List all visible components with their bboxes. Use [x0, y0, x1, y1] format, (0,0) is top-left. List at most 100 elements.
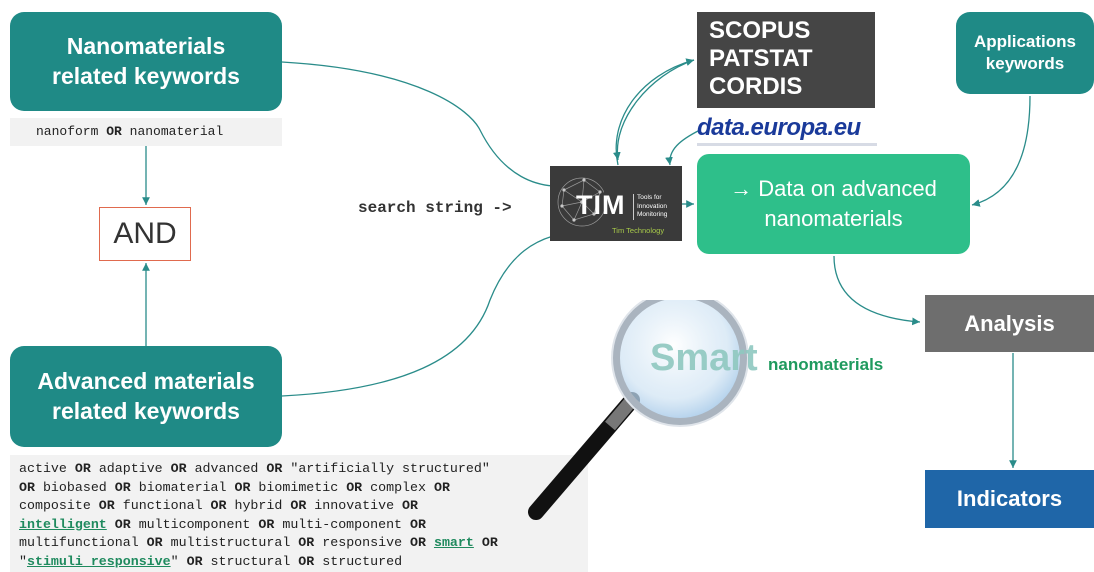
or-operator: OR [290, 553, 323, 569]
network-globe-icon [557, 177, 604, 227]
keyword: biomaterial [138, 479, 227, 495]
or-operator: OR [106, 479, 139, 495]
keyword: hybrid [234, 498, 283, 513]
or-operator: OR [250, 516, 283, 532]
tim-technology-label: Tim Technology [612, 226, 665, 235]
keyword: complex [370, 479, 426, 495]
keyword: biobased [42, 479, 107, 495]
tim-logo-box: TIM Tools for Innovation Monitoring Tim … [550, 166, 682, 241]
keyword: " [170, 553, 179, 569]
or-operator: OR [138, 535, 171, 550]
apps-box-line2: keywords [985, 54, 1065, 73]
arrow-apps-to-data [971, 95, 1031, 207]
or-operator: OR [258, 461, 291, 476]
tim-logo-text: TIM [576, 190, 626, 220]
keyword: multi-component [282, 516, 403, 532]
tim-tagline-3: Monitoring [637, 211, 668, 219]
nano-box-line1: Nanomaterials [66, 32, 226, 59]
search-string-label: search string -> [358, 199, 512, 217]
keyword: responsive [322, 535, 403, 550]
or-operator: OR [394, 498, 419, 513]
adv-box-line1: Advanced materials [37, 367, 255, 394]
keyword: active [19, 461, 67, 476]
tim-logo-divider [633, 194, 634, 220]
keyword: nanoform [36, 124, 99, 139]
query-line: "stimuli responsive" OR structural OR st… [19, 553, 588, 572]
advanced-materials-keywords-box: Advanced materials related keywords [10, 346, 282, 447]
source-scopus: SCOPUS [709, 17, 811, 44]
keyword: advanced [194, 461, 259, 476]
or-operator: OR [202, 498, 235, 513]
data-europa-logo: data.europa.eu [697, 114, 877, 146]
or-operator: OR [402, 516, 426, 532]
arrow-sources-tim [612, 59, 695, 161]
or-operator: OR [90, 498, 123, 513]
keyword: structural [210, 553, 291, 569]
or-operator: OR [106, 516, 139, 532]
source-cordis: CORDIS [709, 73, 803, 100]
keyword: intelligent [19, 516, 107, 532]
source-patstat: PATSTAT [709, 45, 813, 72]
applications-keywords-box: Applications keywords [956, 12, 1094, 94]
keyword: innovative [314, 498, 395, 513]
keyword: "artificially structured" [290, 461, 490, 476]
keyword: smart [433, 535, 474, 550]
apps-box-line1: Applications [973, 31, 1076, 51]
or-operator: OR [66, 461, 99, 476]
or-operator: OR [426, 479, 450, 495]
nanomaterials-query: nanoform OR nanomaterial [10, 118, 282, 146]
arrow-data-to-analysis [833, 255, 921, 326]
keyword: functional [122, 498, 203, 513]
adv-box-line2: related keywords [52, 397, 240, 424]
query-line: multifunctional OR multistructural OR re… [19, 534, 588, 553]
keyword: structured [322, 553, 403, 569]
keyword: multicomponent [138, 516, 251, 532]
data-box-line1: → Data on advanced [730, 176, 937, 201]
keyword: multistructural [170, 535, 291, 550]
data-advanced-nanomaterials-box: → Data on advanced nanomaterials [697, 154, 970, 254]
magnifying-glass-icon [528, 300, 749, 520]
nanomaterials-caption: nanomaterials [768, 355, 884, 374]
keyword: multifunctional [19, 535, 139, 550]
and-label: AND [113, 217, 177, 250]
or-operator: OR [473, 535, 498, 550]
data-box-line2: nanomaterials [764, 206, 903, 231]
or-operator: OR [19, 479, 43, 495]
indicators-box: Indicators [925, 470, 1094, 528]
or-operator: OR [402, 535, 434, 550]
tim-tagline: Tools for Innovation Monitoring [637, 194, 667, 220]
query-line: composite OR functional OR hybrid OR inn… [19, 497, 588, 516]
or-operator: OR [98, 124, 130, 139]
or-operator: OR [162, 461, 195, 476]
query-line: intelligent OR multicomponent OR multi-c… [19, 516, 588, 535]
query-line: active OR adaptive OR advanced OR "artif… [19, 460, 588, 479]
query-line: OR biobased OR biomaterial OR biomimetic… [19, 479, 588, 498]
curve-nano-to-tim [281, 61, 554, 187]
or-operator: OR [290, 535, 323, 550]
keyword: " [19, 553, 27, 569]
keyword: composite [19, 498, 91, 513]
or-operator: OR [226, 479, 259, 495]
keyword: nanomaterial [129, 124, 224, 139]
nano-box-line2: related keywords [52, 62, 240, 89]
curve-adv-to-tim [281, 235, 554, 397]
keyword: adaptive [98, 461, 163, 476]
or-operator: OR [178, 553, 211, 569]
and-operator-box: AND [99, 207, 191, 261]
nanomaterials-keywords-box: Nanomaterials related keywords [10, 12, 282, 111]
advanced-materials-query: active OR adaptive OR advanced OR "artif… [10, 455, 588, 572]
tim-tagline-2: Innovation [637, 202, 667, 210]
analysis-label: Analysis [964, 310, 1055, 336]
arrow-tim-sources [615, 58, 695, 166]
tim-tagline-1: Tools for [637, 194, 662, 201]
arrow-europa-tim [665, 129, 701, 166]
smart-word: Smart [650, 337, 758, 379]
or-operator: OR [282, 498, 315, 513]
keyword: biomimetic [258, 479, 339, 495]
analysis-box: Analysis [925, 295, 1094, 352]
data-sources-box: SCOPUS PATSTAT CORDIS [697, 12, 875, 108]
or-operator: OR [338, 479, 371, 495]
keyword: stimuli responsive [26, 553, 171, 569]
indicators-label: Indicators [956, 486, 1063, 511]
